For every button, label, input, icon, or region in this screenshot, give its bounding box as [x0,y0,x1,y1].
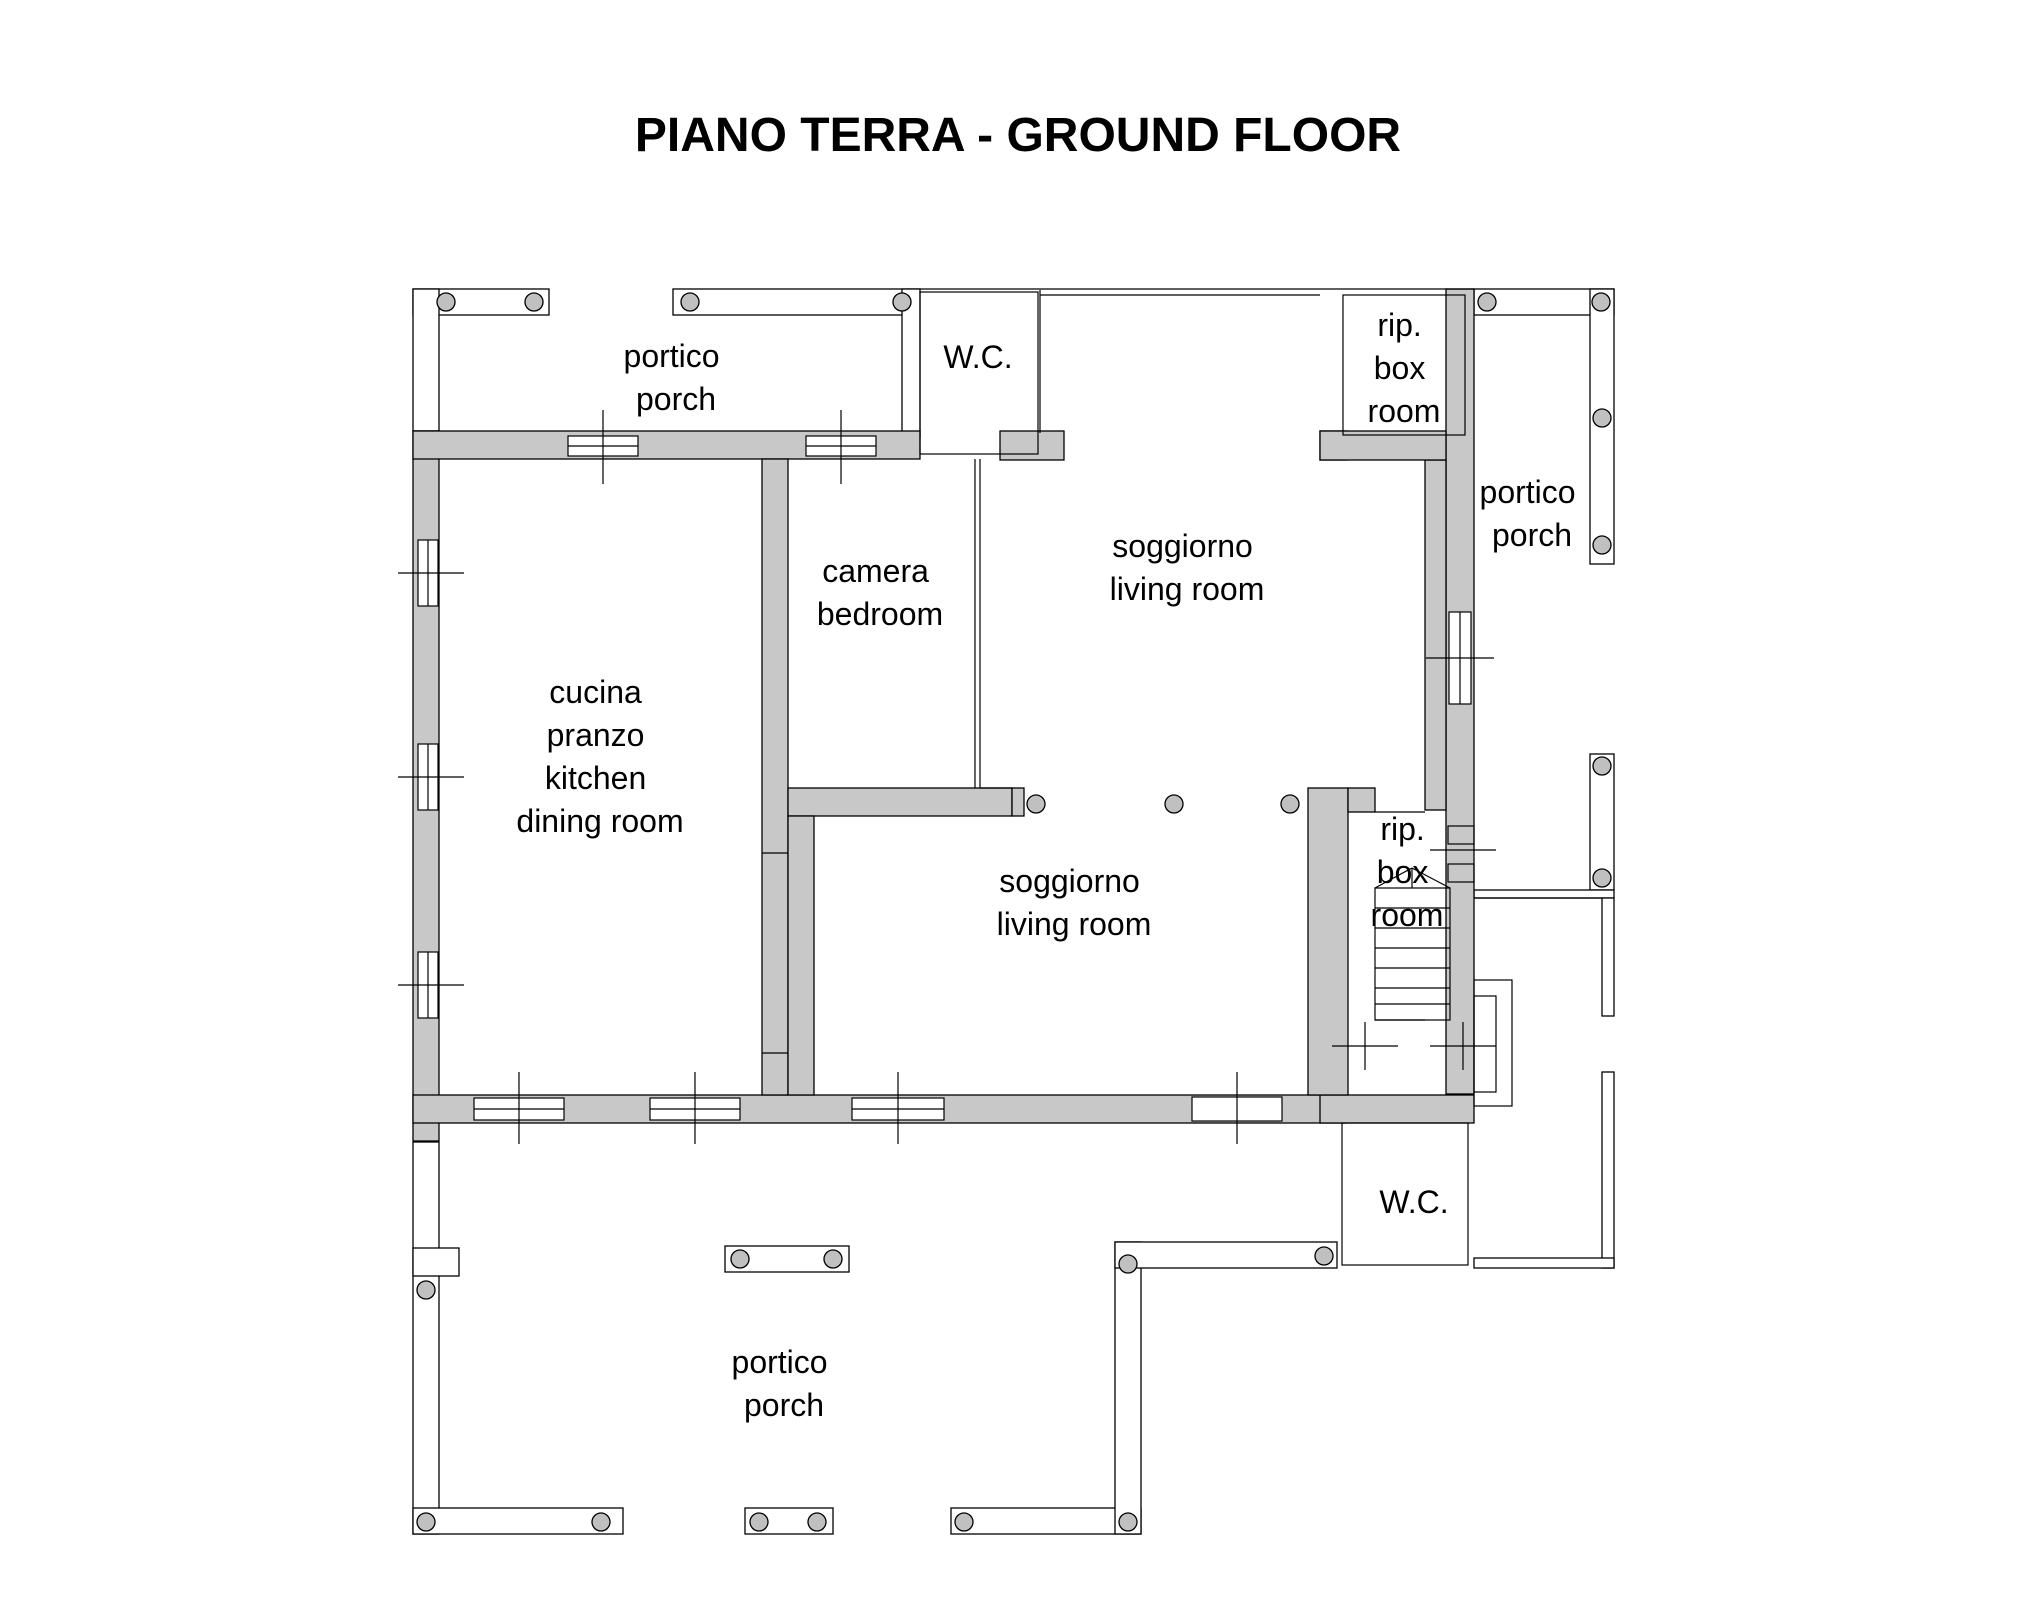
label-kitchen: cucina pranzo kitchen dining room [516,674,683,839]
label-living-room-upper: soggiorno living room [1110,528,1265,607]
label-box-room-top: rip. box room [1368,307,1441,429]
windows [398,410,1496,1144]
label-porch-right: portico porch [1480,474,1585,553]
room-labels: portico porch W.C. rip. box room portico… [516,307,1585,1423]
label-wc-top: W.C. [943,339,1012,375]
label-bedroom: camera bedroom [817,553,943,632]
label-living-room-lower: soggiorno living room [997,863,1152,942]
walls [412,288,1475,1142]
staircase [1374,825,1496,1021]
label-porch-bottom: portico porch [732,1344,837,1423]
label-wc-bottom: W.C. [1379,1184,1448,1220]
label-box-room-stairs: rip. box room [1371,811,1444,933]
columns [416,292,1612,1532]
label-porch-top: portico porch [624,338,729,417]
plan-title: PIANO TERRA - GROUND FLOOR [634,109,1402,162]
porch-railings [412,288,1615,1535]
thin-walls [762,288,1602,1266]
